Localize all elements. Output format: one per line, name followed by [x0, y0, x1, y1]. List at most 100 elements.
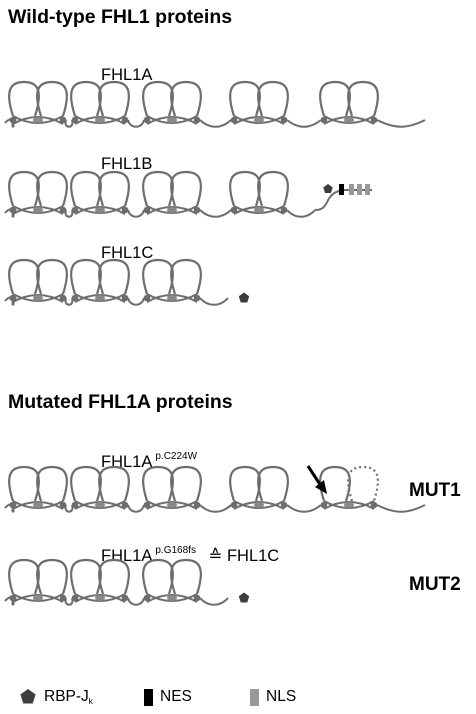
zinc-finger-loop [229, 170, 261, 207]
binding-node [121, 206, 129, 214]
binding-node [193, 206, 201, 214]
binding-node [143, 206, 151, 214]
zinc-finger-loop [257, 80, 289, 117]
zinc-ion-node [344, 502, 354, 508]
binding-node [121, 116, 129, 124]
binding-node [193, 294, 201, 302]
zinc-finger-loop [70, 258, 102, 295]
zinc-ion-node [33, 117, 43, 123]
lim-domain [8, 258, 68, 303]
lim-domain [70, 258, 130, 303]
lim-domain [70, 170, 130, 215]
zinc-ion-node [167, 595, 177, 601]
binding-node [370, 501, 378, 509]
zinc-finger-loop [70, 80, 102, 117]
zinc-finger-loop [70, 170, 102, 207]
zinc-finger-loop [98, 558, 130, 595]
mutation-arrowhead-icon [315, 480, 327, 494]
legend-nls-box [250, 689, 259, 706]
linker [9, 119, 426, 128]
zinc-ion-node [167, 117, 177, 123]
zinc-finger-loop [142, 80, 174, 117]
binding-node [143, 594, 151, 602]
zinc-ion-node [95, 207, 105, 213]
wild-type-title: Wild-type FHL1 proteins [8, 6, 233, 28]
zinc-ion-node [33, 295, 43, 301]
binding-node [193, 116, 201, 124]
mutated-title: Mutated FHL1A proteins [8, 391, 233, 413]
lim-domain [70, 558, 130, 603]
mutation-arrow-icon [306, 465, 323, 487]
zinc-finger-loop [98, 465, 130, 502]
zinc-finger-loop [98, 80, 130, 117]
nls-box [357, 184, 362, 195]
lim-domain [319, 465, 379, 510]
binding-node [121, 594, 129, 602]
zinc-ion-node [95, 117, 105, 123]
zinc-finger-loop [170, 170, 202, 207]
lim-domain [142, 80, 202, 125]
legend-nes-box [144, 689, 153, 706]
zinc-ion-node [33, 595, 43, 601]
zinc-ion-node [167, 207, 177, 213]
binding-node [193, 501, 201, 509]
zinc-finger-loop [229, 80, 261, 117]
lim-domain [142, 558, 202, 603]
binding-node [280, 501, 288, 509]
nls-box [365, 184, 370, 195]
zinc-finger-loop [170, 258, 202, 295]
lim-domain [142, 258, 202, 303]
lim-domain [229, 80, 289, 125]
zinc-finger-loop [36, 465, 68, 502]
legend-rbp-subscript: k [88, 697, 93, 706]
zinc-finger-loop [229, 465, 261, 502]
fhl1b-label: FHL1B [101, 155, 153, 173]
binding-node [193, 594, 201, 602]
zinc-finger-loop [70, 558, 102, 595]
nes-box [339, 184, 344, 195]
zinc-finger-loop [142, 465, 174, 502]
zinc-finger-loop [257, 465, 289, 502]
linker [9, 297, 229, 306]
zinc-finger-loop [70, 465, 102, 502]
zinc-ion-node [33, 207, 43, 213]
mut2-equivalence: ≙ FHL1C [208, 547, 280, 565]
zinc-finger-loop [8, 170, 40, 207]
binding-node [320, 116, 328, 124]
binding-node [320, 501, 328, 509]
binding-node [121, 501, 129, 509]
zinc-finger-loop [36, 258, 68, 295]
zinc-finger-loop [36, 80, 68, 117]
linker [9, 504, 426, 513]
zinc-finger-loop [142, 258, 174, 295]
legend-rbp-pentagon-icon [20, 689, 36, 704]
lim-domain [142, 170, 202, 215]
zinc-finger-loop [8, 80, 40, 117]
zinc-finger-loop [142, 558, 174, 595]
lim-domain [70, 80, 130, 125]
lim-domain [319, 80, 379, 125]
mut2-label: MUT2 [409, 574, 461, 595]
nls-box [349, 184, 354, 195]
binding-node [143, 116, 151, 124]
fhl1a-label: FHL1A [101, 66, 153, 84]
lim-domain [8, 80, 68, 125]
zinc-finger-loop [142, 170, 174, 207]
zinc-finger-loop [347, 80, 379, 117]
zinc-finger-loop [36, 170, 68, 207]
binding-node [230, 501, 238, 509]
zinc-finger-loop [36, 558, 68, 595]
zinc-finger-loop [98, 170, 130, 207]
fhl1c-label: FHL1C [101, 244, 154, 262]
lim-domain [142, 465, 202, 510]
zinc-ion-node [167, 502, 177, 508]
linker [9, 597, 229, 606]
legend-nls-label: NLS [266, 688, 297, 705]
binding-node [280, 116, 288, 124]
lim-domain [229, 465, 289, 510]
zinc-finger-loop [8, 465, 40, 502]
zinc-ion-node [95, 502, 105, 508]
binding-node [370, 116, 378, 124]
fhl1b-c-terminal-tail [314, 189, 372, 211]
